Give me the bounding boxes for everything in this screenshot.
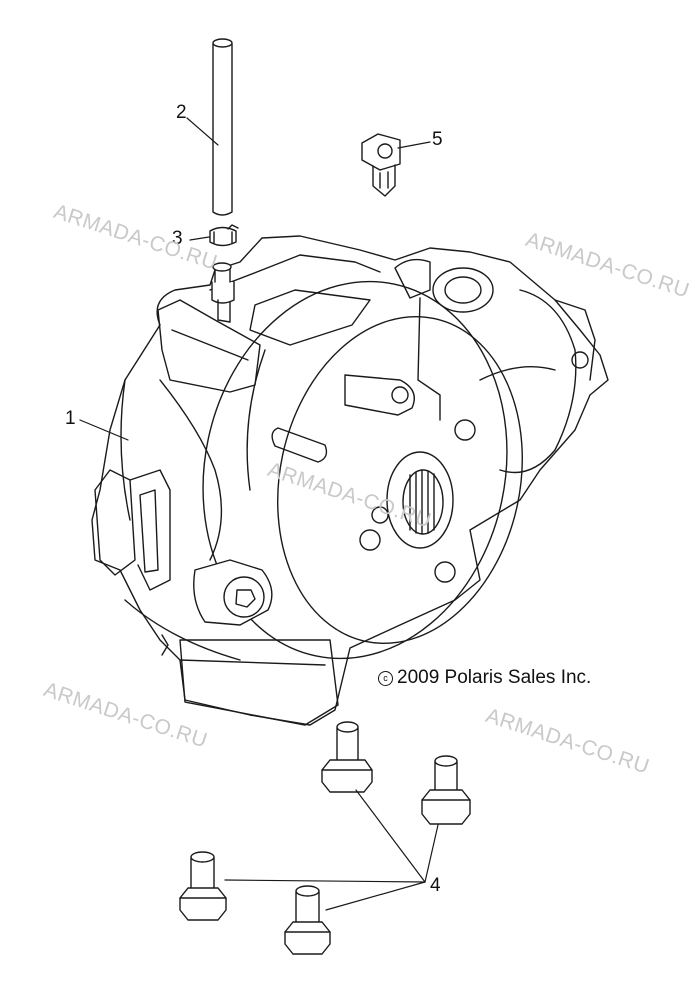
callout-1: 1: [65, 408, 76, 429]
breather-fitting: [361, 133, 401, 197]
flange-bolt-2: [421, 755, 471, 825]
gearcase-housing: [91, 235, 609, 726]
flange-bolt-3: [179, 851, 227, 921]
flange-bolt-1: [321, 721, 373, 793]
flange-bolt-4: [284, 885, 331, 955]
callout-3: 3: [172, 228, 183, 249]
callout-5: 5: [432, 129, 443, 150]
copyright-text: 2009 Polaris Sales Inc.: [397, 667, 592, 688]
callout-4: 4: [430, 875, 441, 896]
copyright-notice: c 2009 Polaris Sales Inc.: [378, 667, 591, 689]
copyright-symbol: c: [378, 671, 393, 686]
callout-2: 2: [176, 102, 187, 123]
vent-tube: [212, 38, 233, 216]
clamp: [209, 224, 239, 247]
leader-lines: [79, 117, 439, 911]
